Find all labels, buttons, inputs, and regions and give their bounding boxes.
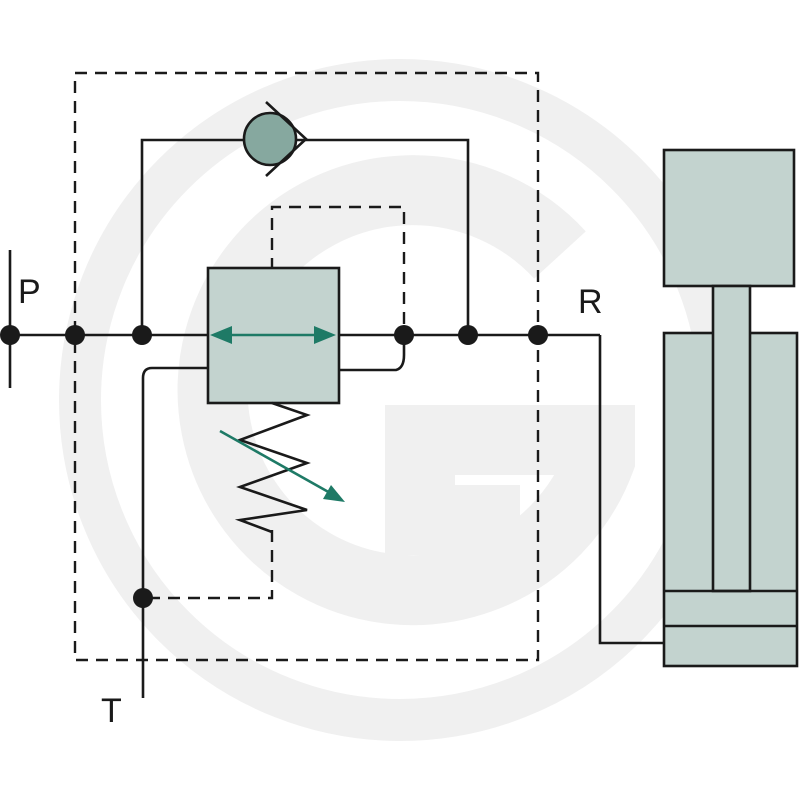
bypass-line: [140, 138, 470, 335]
junction-node: [132, 325, 152, 345]
hydraulic-cylinder-icon: [662, 148, 799, 668]
junction-nodes: [0, 325, 548, 608]
pressure-port-label: P: [18, 273, 41, 311]
adjustable-spring-icon: [234, 401, 311, 534]
spring-adjust-arrow: [219, 429, 345, 502]
tank-port-label: T: [101, 692, 122, 730]
junction-node: [458, 325, 478, 345]
check-valve-icon: [242, 101, 308, 177]
flow-direction-arrow: [210, 326, 336, 344]
junction-node: [394, 325, 414, 345]
valve-outlet-line: [339, 335, 406, 372]
return-port-label: R: [578, 283, 603, 321]
g-logo-watermark-icon: [59, 59, 741, 741]
pilot-line-bottom: [143, 530, 274, 600]
junction-node: [133, 588, 153, 608]
tank-drain-line: [141, 366, 208, 698]
junction-node: [0, 325, 20, 345]
valve-block-boundary: [73, 71, 540, 662]
pilot-line-top: [270, 205, 406, 335]
junction-node: [528, 325, 548, 345]
junction-node: [65, 325, 85, 345]
return-line-to-cylinder: [598, 335, 664, 645]
